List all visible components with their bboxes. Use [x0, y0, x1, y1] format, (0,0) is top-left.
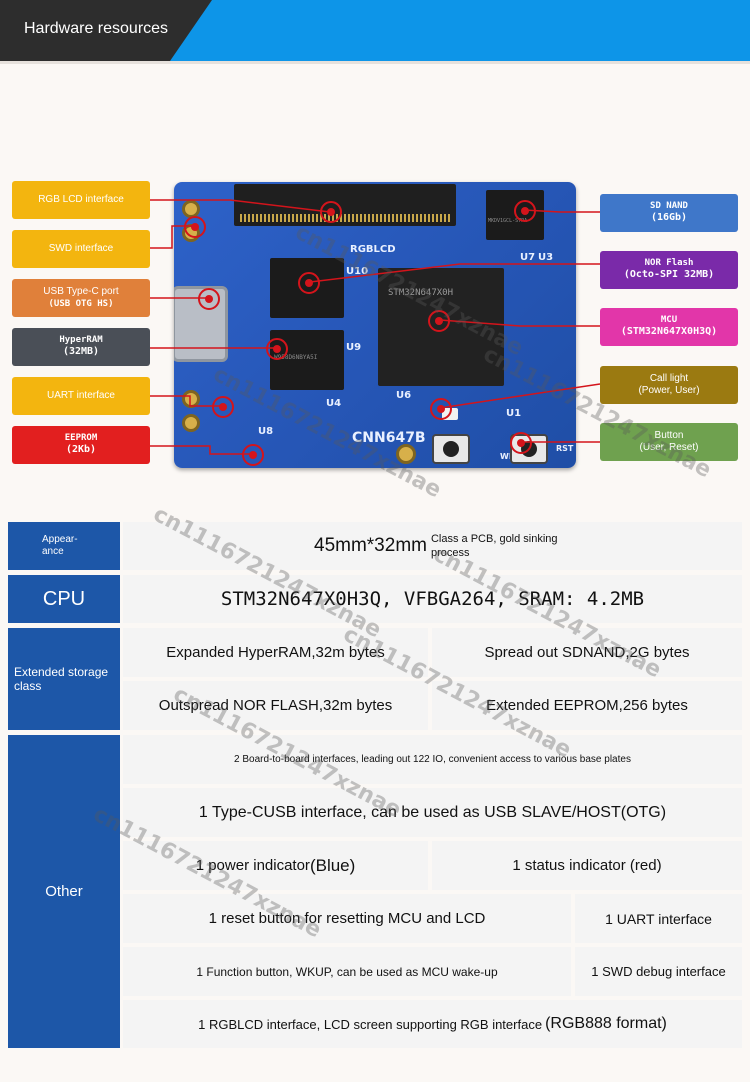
label-sd-nand-sub: (16Gb)	[650, 212, 688, 224]
uart-pad-2	[182, 414, 200, 432]
cell-storage-norflash: Outspread NOR FLASH,32m bytes	[123, 681, 428, 730]
cell-appearance: 45mm*32mm Class a PCB, gold sinking proc…	[123, 522, 742, 570]
marker-usb	[198, 288, 220, 310]
appearance-size: 45mm*32mm	[314, 535, 427, 556]
label-swd: SWD interface	[12, 230, 150, 268]
label-eeprom: EEPROM (2Kb)	[12, 426, 150, 464]
mount-hole	[396, 444, 416, 464]
label-button: Button (User, Reset)	[600, 423, 738, 461]
cell-cpu: STM32N647X0H3Q, VFBGA264, SRAM: 4.2MB	[123, 575, 742, 623]
silk-rgblcd: RGBLCD	[350, 244, 396, 255]
section-title: Hardware resources	[24, 20, 169, 37]
label-mcu: MCU (STM32N647X0H3Q)	[600, 308, 738, 346]
label-call-light-sub: (Power, User)	[638, 385, 700, 396]
label-sd-nand-text: SD NAND	[650, 201, 688, 212]
silk-u7: U7	[520, 252, 536, 263]
sd-nand-chip-marking: MKDV1GCL-STPA	[488, 218, 528, 224]
cell-board-to-board: 2 Board-to-board interfaces, leading out…	[123, 735, 742, 784]
marker-uart	[212, 396, 234, 418]
label-usb-text: USB Type-C port	[43, 286, 119, 298]
label-usb-sub: (USB OTG HS)	[48, 298, 114, 309]
label-nor-flash-sub: (Octo-SPI 32MB)	[623, 269, 715, 281]
silk-u6: U6	[396, 390, 412, 401]
cell-function-button: 1 Function button, WKUP, can be used as …	[123, 947, 571, 996]
row-head-storage: Extended storage class	[8, 628, 120, 730]
header-underline	[0, 61, 750, 64]
label-sd-nand: SD NAND (16Gb)	[600, 194, 738, 232]
cell-usb: 1 Type-CUSB interface, can be used as US…	[123, 788, 742, 837]
label-hyperram-sub: (32MB)	[62, 346, 100, 358]
header-dark-band	[0, 0, 170, 61]
cell-reset-button: 1 reset button for resetting MCU and LCD	[123, 894, 571, 943]
label-uart-text: UART interface	[47, 389, 115, 401]
label-eeprom-text: EEPROM	[64, 433, 98, 444]
marker-swd	[184, 216, 206, 238]
row-head-other: Other	[8, 735, 120, 1048]
marker-hyperram	[266, 338, 288, 360]
hyperram-chip-marking: W958D6NBYA5I	[274, 354, 318, 361]
label-uart: UART interface	[12, 377, 150, 415]
silk-rst: RST	[556, 444, 574, 453]
silk-u3: U3	[538, 252, 554, 263]
marker-rgb-lcd	[320, 201, 342, 223]
marker-mcu	[428, 310, 450, 332]
cell-uart: 1 UART interface	[575, 894, 742, 943]
cell-swd: 1 SWD debug interface	[575, 947, 742, 996]
label-rgb-lcd: RGB LCD interface	[12, 181, 150, 219]
marker-sd-nand	[514, 200, 536, 222]
row-head-cpu: CPU	[8, 575, 120, 623]
label-mcu-text: MCU	[660, 315, 678, 326]
label-nor-flash: NOR Flash (Octo-SPI 32MB)	[600, 251, 738, 289]
rgblcd-text: 1 RGBLCD interface, LCD screen supportin…	[198, 1016, 543, 1032]
label-rgb-lcd-text: RGB LCD interface	[38, 193, 124, 205]
label-swd-text: SWD interface	[48, 242, 114, 254]
marker-nor-flash	[298, 272, 320, 294]
pcb-board: RGBLCD U10 U9 U4 U6 U7 U3 U1 U8 CNN647B …	[174, 182, 576, 468]
label-button-text: Button	[654, 429, 684, 441]
silk-u4: U4	[326, 398, 342, 409]
appearance-note: Class a PCB, gold sinking process	[430, 532, 558, 559]
label-mcu-sub: (STM32N647X0H3Q)	[620, 326, 718, 338]
power-indicator-color: (Blue)	[309, 855, 356, 875]
cell-storage-eeprom: Extended EEPROM,256 bytes	[432, 681, 742, 730]
marker-call-light	[430, 398, 452, 420]
marker-button	[510, 432, 532, 454]
board-illustration: RGBLCD U10 U9 U4 U6 U7 U3 U1 U8 CNN647B …	[0, 180, 750, 470]
silk-u9: U9	[346, 342, 362, 353]
label-nor-flash-text: NOR Flash	[644, 258, 694, 269]
label-hyperram: HyperRAM (32MB)	[12, 328, 150, 366]
power-indicator-text: 1 power indicator	[195, 857, 310, 874]
uart-pad-1	[182, 390, 200, 408]
label-call-light: Call light (Power, User)	[600, 366, 738, 404]
silk-u1: U1	[506, 408, 522, 419]
mcu-chip-marking: STM32N647X0H	[388, 288, 454, 298]
cell-power-indicator: 1 power indicator (Blue)	[123, 841, 428, 890]
wkup-button	[432, 434, 470, 464]
cell-rgblcd: 1 RGBLCD interface, LCD screen supportin…	[123, 1000, 742, 1048]
header-dark-slant	[170, 0, 212, 61]
silk-u8: U8	[258, 426, 274, 437]
cell-storage-sdnand: Spread out SDNAND,2G bytes	[432, 628, 742, 677]
cell-status-indicator: 1 status indicator (red)	[432, 841, 742, 890]
label-button-sub: (User, Reset)	[639, 442, 699, 453]
label-call-light-text: Call light	[649, 372, 689, 384]
label-usb: USB Type-C port (USB OTG HS)	[12, 279, 150, 317]
section-header: Hardware resources	[0, 0, 750, 61]
row-head-appearance: Appear- ance	[8, 522, 120, 570]
silk-u10: U10	[346, 266, 369, 277]
rgblcd-format: (RGB888 format)	[545, 1015, 667, 1032]
lcd-connector	[234, 184, 456, 226]
label-hyperram-text: HyperRAM	[59, 335, 103, 346]
label-eeprom-sub: (2Kb)	[65, 444, 97, 456]
silk-board-name: CNN647B	[352, 430, 426, 446]
cell-storage-hyperram: Expanded HyperRAM,32m bytes	[123, 628, 428, 677]
marker-eeprom	[242, 444, 264, 466]
